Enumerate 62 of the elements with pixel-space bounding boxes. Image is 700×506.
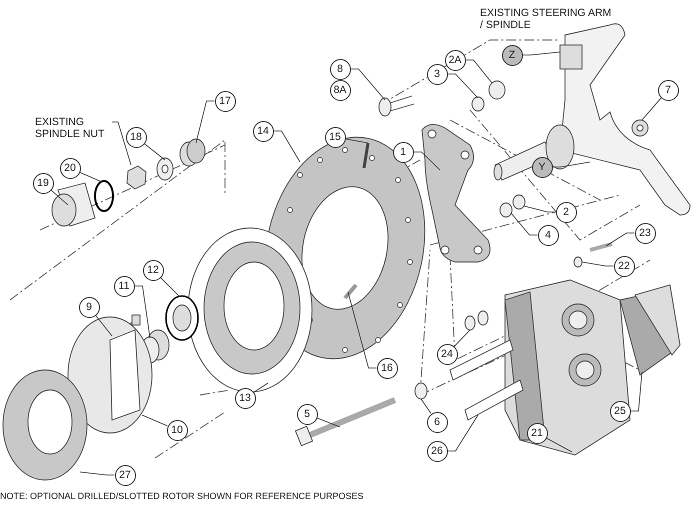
callout-number: 2 xyxy=(556,202,576,222)
leader-line xyxy=(606,232,635,246)
leader-line xyxy=(522,52,560,56)
callout-number: 20 xyxy=(60,158,80,178)
callout-number: Z xyxy=(502,44,522,66)
leader-line xyxy=(630,372,642,412)
callout-number: 19 xyxy=(32,172,54,194)
callout-number: 23 xyxy=(634,222,656,244)
callout-number: 17 xyxy=(214,90,236,112)
callout-number: 7 xyxy=(658,80,678,100)
callout-number: 8A xyxy=(330,80,350,100)
part-note: EXISTING STEERING ARM / SPINDLE xyxy=(480,7,612,31)
leader-line xyxy=(253,382,268,393)
leader-line xyxy=(50,190,68,206)
leader-line xyxy=(465,60,492,84)
callout-number: 12 xyxy=(142,260,164,280)
leader-line xyxy=(144,143,166,160)
callout-number: 24 xyxy=(436,344,458,364)
part-note: EXISTING SPINDLE NUT xyxy=(35,116,110,140)
leader-line xyxy=(420,398,432,414)
leader-line xyxy=(510,212,538,236)
leader-line xyxy=(196,100,215,144)
leader-line xyxy=(348,292,377,368)
callout-number: 10 xyxy=(166,420,188,440)
leader-line xyxy=(316,417,340,428)
callout-number: 13 xyxy=(234,388,256,408)
leader-line xyxy=(350,68,386,100)
leader-line xyxy=(546,438,572,452)
callout-number: 15 xyxy=(324,126,346,148)
leader-line xyxy=(134,286,150,338)
callout-number: 4 xyxy=(538,224,558,246)
callout-number: 5 xyxy=(296,404,318,424)
callout-number: 16 xyxy=(376,358,398,378)
callout-number: 6 xyxy=(426,412,448,432)
callout-number: 18 xyxy=(126,126,146,148)
callout-number: 8 xyxy=(330,58,350,80)
callout-number: 11 xyxy=(114,276,134,296)
leader-line xyxy=(142,414,168,426)
callout-number: 14 xyxy=(252,120,274,142)
leader-line xyxy=(112,122,132,166)
leader-line xyxy=(95,314,112,336)
leader-line xyxy=(413,152,440,170)
leader-line xyxy=(344,138,368,144)
callout-number: 1 xyxy=(392,142,414,162)
leader-line xyxy=(524,206,556,212)
leader-line xyxy=(642,98,662,120)
callout-number: 3 xyxy=(426,64,448,84)
leader-line xyxy=(160,277,180,298)
callout-number: 9 xyxy=(78,296,100,318)
note-text: NOTE: OPTIONAL DRILLED/SLOTTED ROTOR SHOWN FOR REFERENCE PURPOSES xyxy=(0,490,364,502)
leader-line xyxy=(447,414,478,452)
leader-line xyxy=(79,172,102,182)
leader-line xyxy=(454,330,470,347)
leader-line xyxy=(273,130,300,162)
callout-number: 27 xyxy=(114,464,136,486)
callout-number: 26 xyxy=(426,440,448,462)
leader-line xyxy=(447,74,478,98)
leader-line xyxy=(80,472,115,476)
callout-number: 22 xyxy=(614,256,634,276)
leader-line xyxy=(582,262,614,266)
callout-number: 2A xyxy=(444,50,466,70)
leader-line xyxy=(552,162,590,168)
